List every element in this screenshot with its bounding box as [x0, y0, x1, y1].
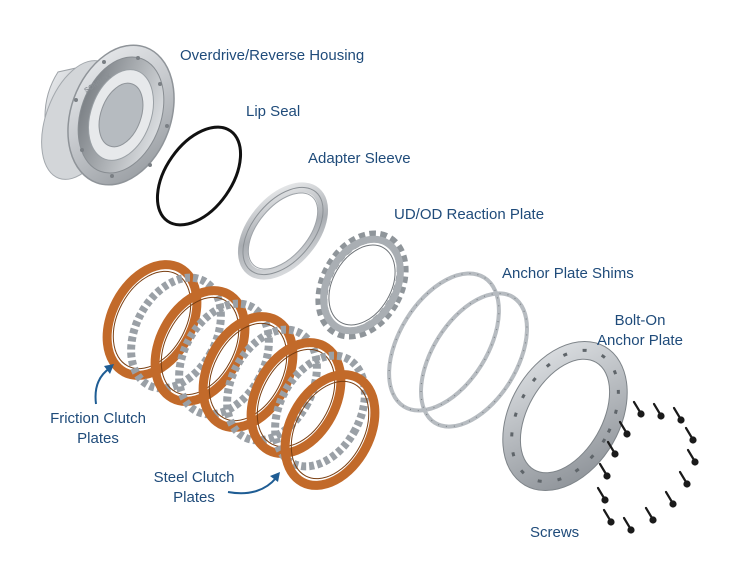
screw-icon	[684, 426, 697, 444]
steel-label-line2: Plates	[173, 489, 215, 506]
bolt-on-label-line2: Anchor Plate	[597, 332, 683, 349]
screw-icon	[596, 486, 609, 504]
screw-icon	[686, 448, 699, 466]
screw-icon	[672, 406, 685, 424]
friction-plate	[150, 286, 250, 406]
overdrive-housing-label: Overdrive/Reverse Housing	[180, 47, 365, 64]
steel-label-line1: Steel Clutch	[153, 469, 235, 486]
anchor-shims-label: Anchor Plate Shims	[502, 265, 634, 282]
friction-plate	[102, 260, 202, 380]
friction-plate	[246, 338, 346, 458]
screw-icon	[622, 516, 635, 534]
friction-label-line1: Friction Clutch	[50, 410, 146, 427]
steel-plates-label: Steel Clutch Plates	[142, 468, 246, 508]
screw-icon	[678, 470, 691, 488]
reaction-plate-icon	[315, 230, 409, 340]
steel-plate	[271, 351, 369, 471]
screw-icon	[618, 420, 631, 438]
lip-seal-icon	[155, 125, 243, 227]
screw-icon	[602, 508, 615, 526]
bolt-on-label-line1: Bolt-On	[614, 312, 666, 329]
screw-icon	[644, 506, 657, 524]
screws-label: Screws	[530, 524, 580, 541]
screw-icon	[606, 440, 619, 458]
screws-icon	[596, 400, 699, 534]
bolt-on-anchor-label: Bolt-On Anchor Plate	[588, 311, 692, 351]
adapter-sleeve-icon	[237, 182, 329, 280]
screw-icon	[632, 400, 645, 418]
friction-plates-label: Friction Clutch Plates	[36, 409, 160, 449]
steel-arrow-icon	[227, 472, 280, 495]
reaction-plate-label: UD/OD Reaction Plate	[394, 206, 545, 223]
friction-label-line2: Plates	[77, 430, 119, 447]
screw-icon	[664, 490, 677, 508]
steel-plate	[223, 325, 321, 445]
lip-seal-label: Lip Seal	[246, 103, 301, 120]
screw-icon	[652, 402, 665, 420]
anchor-shims-icon	[387, 271, 529, 429]
anchor-plate-icon	[502, 340, 628, 492]
clutch-pack-icon	[102, 260, 380, 490]
overdrive-housing-icon: SONNAX	[41, 44, 175, 186]
screw-icon	[598, 462, 611, 480]
friction-plate	[280, 370, 380, 490]
friction-arrow-icon	[94, 364, 114, 405]
friction-plate	[198, 312, 298, 432]
adapter-sleeve-label: Adapter Sleeve	[308, 150, 411, 167]
